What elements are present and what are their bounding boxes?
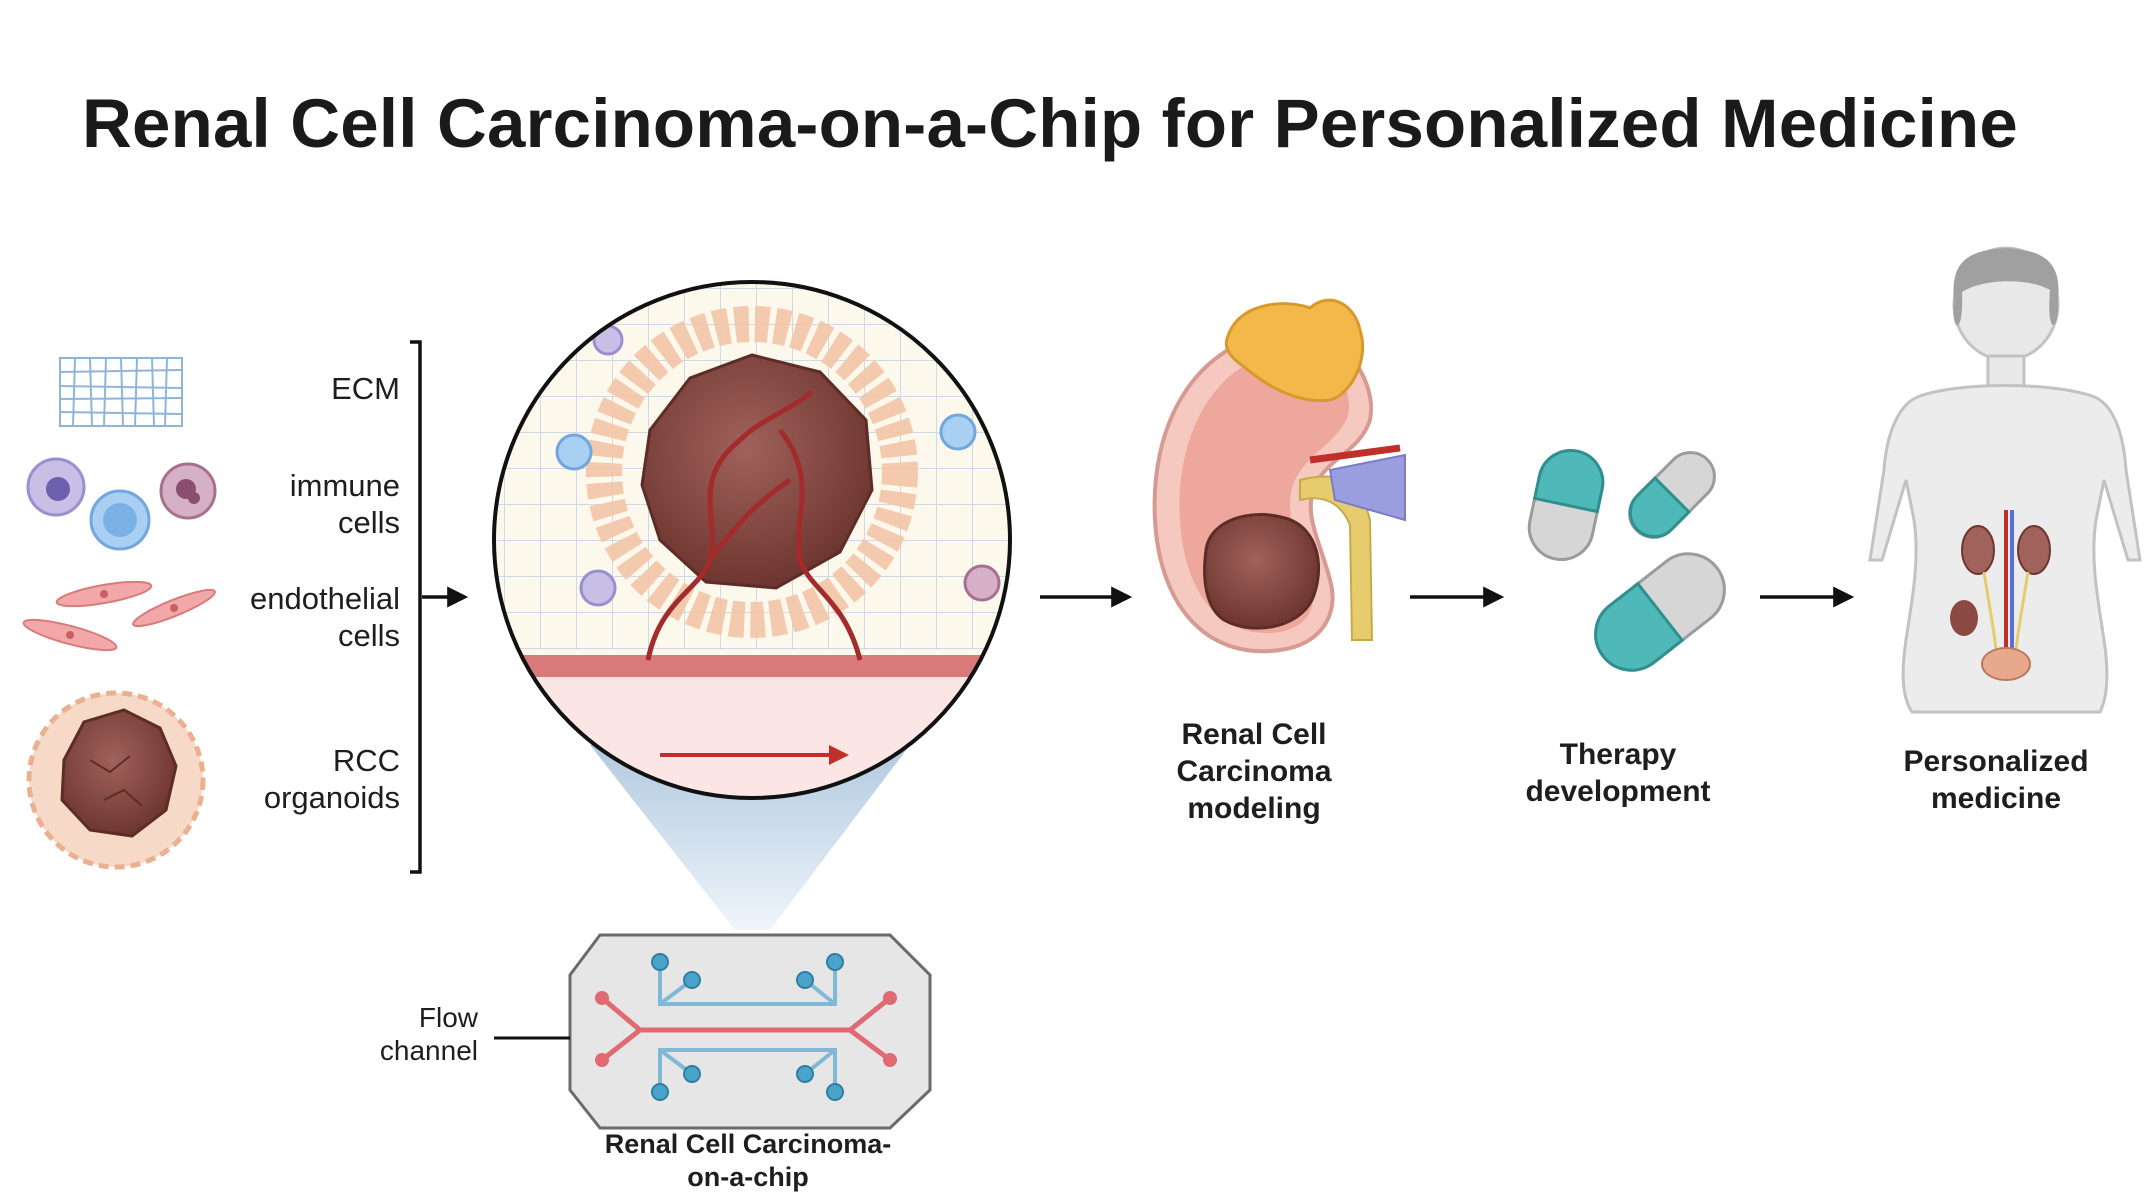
human-body-icon [1868, 246, 2142, 714]
microenvironment-zoom-circle [492, 280, 1012, 930]
chip-caption: Renal Cell Carcinoma- on-a-chip [604, 1129, 892, 1192]
input-label-endothelial-cells: endothelial cells [250, 581, 400, 653]
kidney-tumor-icon [1152, 298, 1406, 654]
microfluidic-chip [494, 933, 932, 1130]
input-bracket [410, 340, 469, 874]
input-label-rcc-organoids: RCC organoids [263, 743, 400, 815]
stage-label-rcc-modeling: Renal Cell Carcinoma modeling [1176, 718, 1332, 825]
input-label-ecm: ECM [331, 371, 400, 406]
immune-cells-icon [26, 457, 217, 551]
input-label-immune-cells: immune cells [289, 468, 400, 540]
stage-label-personalized-medicine: Personalized medicine [1903, 745, 2089, 815]
capsules-icon [1527, 449, 1726, 672]
page-title: Renal Cell Carcinoma-on-a-Chip for Perso… [82, 85, 2018, 162]
stage-label-therapy-development: Therapy development [1525, 738, 1711, 808]
ecm-icon [59, 357, 183, 427]
flow-channel-label: Flow channel [379, 1002, 478, 1066]
rcc-organoid-icon [26, 690, 206, 870]
endothelial-cells-icon [22, 580, 216, 652]
